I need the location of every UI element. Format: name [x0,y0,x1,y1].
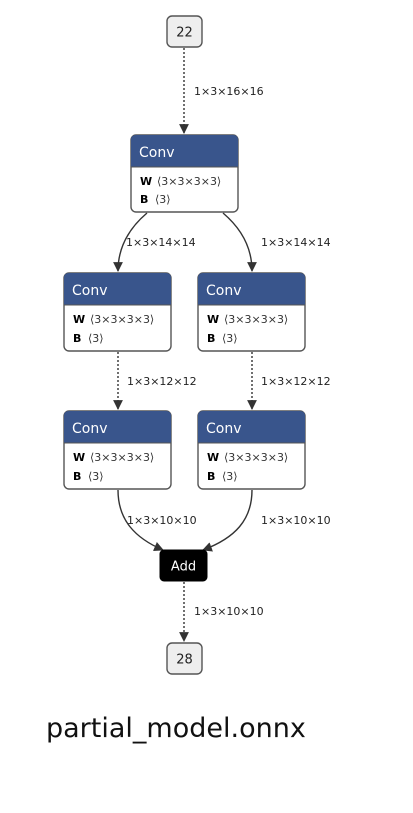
conv-node-top-attr-w-value: ⟨3×3×3×3⟩ [157,175,221,188]
conv-node-right-1-attr-w-value: ⟨3×3×3×3⟩ [224,313,288,326]
edge-label-input-to-conv-top: 1×3×16×16 [194,85,264,98]
edge-conv-top-to-left[interactable] [113,212,148,272]
conv-node-top-attr-b-name: B [140,193,148,206]
conv-node-right-1-title: Conv [206,283,242,299]
model-filename: partial_model.onnx [46,713,306,744]
conv-node-right-1-attr-w-name: W [207,313,219,326]
edge-label-right-2-to-add: 1×3×10×10 [261,514,331,527]
add-node[interactable]: Add [159,549,208,582]
edge-label-left-2-to-add: 1×3×10×10 [127,514,197,527]
conv-node-left-1-attr-b-value: ⟨3⟩ [88,332,104,345]
edge-right-2-to-add[interactable] [202,489,253,552]
edge-label-conv-top-to-right: 1×3×14×14 [261,236,331,249]
output-node-label: 28 [176,653,193,668]
conv-node-right-2-title: Conv [206,421,242,437]
conv-node-left-2-title: Conv [72,421,108,437]
conv-node-left-1-title: Conv [72,283,108,299]
conv-node-left-2-attr-w-value: ⟨3×3×3×3⟩ [90,451,154,464]
edge-conv-top-to-right[interactable] [222,212,257,272]
conv-node-right-1-attr-b-name: B [207,332,215,345]
conv-node-right-2[interactable]: Conv W ⟨3×3×3×3⟩ B ⟨3⟩ [197,410,306,490]
edge-label-left-1-to-left-2: 1×3×12×12 [127,375,197,388]
graph-edges [113,48,257,642]
conv-node-left-2-attr-b-name: B [73,470,81,483]
conv-node-left-2-attr-w-name: W [73,451,85,464]
input-node[interactable]: 22 [166,15,203,48]
conv-node-left-1-attr-w-value: ⟨3×3×3×3⟩ [90,313,154,326]
conv-node-right-2-attr-b-name: B [207,470,215,483]
edge-label-add-to-output: 1×3×10×10 [194,605,264,618]
conv-node-right-1-attr-b-value: ⟨3⟩ [222,332,238,345]
add-node-label: Add [171,560,196,575]
conv-node-right-2-attr-b-value: ⟨3⟩ [222,470,238,483]
edge-label-right-1-to-right-2: 1×3×12×12 [261,375,331,388]
edge-labels: 1×3×16×16 1×3×14×14 1×3×14×14 1×3×12×12 … [126,85,331,618]
conv-node-top-attr-b-value: ⟨3⟩ [155,193,171,206]
conv-node-right-2-attr-w-value: ⟨3×3×3×3⟩ [224,451,288,464]
conv-node-left-2[interactable]: Conv W ⟨3×3×3×3⟩ B ⟨3⟩ [63,410,172,490]
edge-label-conv-top-to-left: 1×3×14×14 [126,236,196,249]
conv-node-top-title: Conv [139,145,175,161]
conv-node-left-1[interactable]: Conv W ⟨3×3×3×3⟩ B ⟨3⟩ [63,272,172,352]
conv-node-right-2-attr-w-name: W [207,451,219,464]
conv-node-left-2-attr-b-value: ⟨3⟩ [88,470,104,483]
conv-node-top[interactable]: Conv W ⟨3×3×3×3⟩ B ⟨3⟩ [130,134,239,213]
output-node[interactable]: 28 [166,642,203,675]
model-graph: 1×3×16×16 1×3×14×14 1×3×14×14 1×3×12×12 … [63,15,331,675]
input-node-label: 22 [176,26,193,41]
conv-node-left-1-attr-w-name: W [73,313,85,326]
conv-node-right-1[interactable]: Conv W ⟨3×3×3×3⟩ B ⟨3⟩ [197,272,306,352]
conv-node-left-1-attr-b-name: B [73,332,81,345]
edge-left-2-to-add[interactable] [117,489,164,552]
conv-node-top-attr-w-name: W [140,175,152,188]
